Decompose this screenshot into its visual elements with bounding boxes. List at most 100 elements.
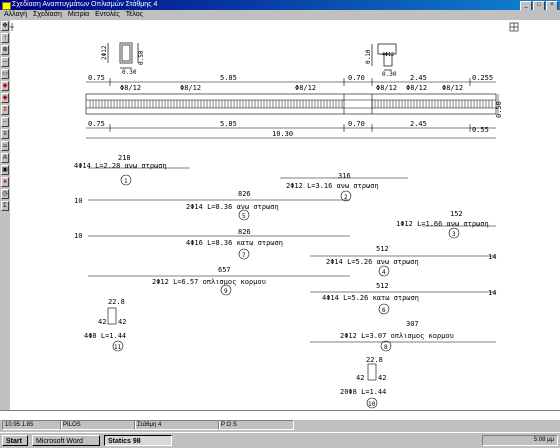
bar-5-text: 2Φ14 L=8.36 ανω στρωση: [186, 203, 279, 211]
circle-icon[interactable]: ●: [1, 177, 9, 187]
top-dim-1: 5.85: [220, 74, 237, 82]
clock: 5:08 μμ: [533, 437, 554, 443]
bar-2-num: 2: [344, 194, 348, 201]
arrow-left-icon[interactable]: ◆: [1, 81, 9, 91]
stirrup-label-2: Φ8/12: [295, 84, 316, 92]
stirrup-right-c: 42: [378, 374, 386, 382]
menu-item-commands[interactable]: Εντολές: [95, 11, 120, 18]
dim2-2: 0.70: [348, 120, 365, 128]
menu-item-draw[interactable]: Σχεδίαση: [33, 11, 62, 18]
bar-2-text: 2Φ12 L=3.16 ανω στρωση: [286, 182, 379, 190]
bar-4-length: 512: [376, 245, 389, 253]
stirrup-label-4: Φ8/12: [406, 84, 427, 92]
bar-3-num: 3: [452, 231, 456, 238]
bar-4-text: 2Φ14 L=5.26 ανω στρωση: [326, 258, 419, 266]
arrow-up-icon[interactable]: ↑: [1, 33, 9, 43]
menu-bar: Αλλαγή Σχεδίαση Μετρία Εντολές Τέλος: [0, 10, 560, 20]
menu-item-measure[interactable]: Μετρία: [67, 11, 90, 18]
stirrup-right-num: 10: [368, 401, 376, 408]
beam-height-dim: 0.50: [495, 101, 503, 118]
dim2-4: 0.55: [472, 126, 489, 134]
stirrup-label-0: Φ8/12: [120, 84, 141, 92]
app-icon: [2, 2, 11, 10]
bar-6-length: 512: [376, 282, 389, 290]
drawing-canvas[interactable]: 2Φ12 0.50 0.30 0.10 4Φ12 0.30 0.75 5.85 …: [10, 20, 560, 410]
bar-7-num: 7: [242, 252, 246, 259]
window-title: Σχεδίαση Αναπτυγμάτων Οπλισμών Στάθμης 4: [12, 1, 158, 8]
title-bar: Σχεδίαση Αναπτυγμάτων Οπλισμών Στάθμης 4…: [0, 0, 560, 11]
section-left-bars-top: 2Φ12: [101, 45, 108, 60]
bar-4-num: 4: [382, 269, 386, 276]
bar-6-num: 6: [382, 307, 386, 314]
section-left-dim-h: 0.50: [138, 50, 145, 65]
arrow-red2-icon[interactable]: ⇔: [1, 117, 9, 127]
section-left-dim-w: 0.30: [122, 69, 137, 76]
stirrup-right-text: 20Φ8 L=1.44: [340, 388, 386, 396]
bar-5-num: 5: [242, 213, 246, 220]
drawing-svg: 2Φ12 0.50 0.30 0.10 4Φ12 0.30 0.75 5.85 …: [10, 22, 519, 409]
line-icon[interactable]: ─: [1, 57, 9, 67]
menu-item-end[interactable]: Τέλος: [125, 11, 144, 18]
top-dim-0: 0.75: [88, 74, 105, 82]
dim2-0: 0.75: [88, 120, 105, 128]
bar-1-length: 218: [118, 154, 131, 162]
status-coords: 10.95 1.85: [2, 420, 62, 430]
stirrup-label-1: Φ8/12: [180, 84, 201, 92]
stirrup-label-3: Φ8/12: [376, 84, 397, 92]
stirrup-right-shape: [367, 363, 377, 381]
status-level: Στάθμη 4: [134, 420, 220, 430]
beam-stirrups: [89, 100, 493, 108]
edge-mark-3: 14: [488, 253, 496, 261]
sigma-icon[interactable]: Σ: [1, 201, 9, 211]
bar-1-num: 1: [124, 178, 128, 185]
edge-mark-1: 10: [74, 232, 82, 240]
box-icon[interactable]: ▭: [1, 69, 9, 79]
arrow-right-icon[interactable]: ◆: [1, 93, 9, 103]
beam-icon[interactable]: ⌓: [1, 141, 9, 151]
stirrup-right-b: 42: [356, 374, 364, 382]
dim2-1: 5.85: [220, 120, 237, 128]
arrows-icon[interactable]: ✥: [1, 21, 9, 31]
start-button[interactable]: Start: [2, 435, 28, 446]
bar-3-length: 152: [450, 210, 463, 218]
taskbar: Start Microsoft Word Statics 98 5:08 μμ: [0, 432, 560, 448]
dim2-3: 2.45: [410, 120, 427, 128]
top-dim-2: 0.70: [348, 74, 365, 82]
stirrup-label-5: Φ8/12: [442, 84, 463, 92]
stirrup-right-a: 22.8: [366, 356, 383, 364]
select-icon[interactable]: ▣: [1, 165, 9, 175]
bar-6-text: 4Φ14 L=5.26 κατω στρωση: [322, 294, 419, 302]
clock-icon[interactable]: ◷: [1, 189, 9, 199]
stirrup-left-num: 11: [114, 344, 122, 351]
bar-5-length: 826: [238, 190, 251, 198]
section-right-dim-w: 0.30: [382, 71, 397, 78]
bar-1-text: 4Φ14 L=2.28 ανω στρωση: [74, 162, 167, 170]
rebar-icon[interactable]: ≡: [1, 129, 9, 139]
text-a-icon[interactable]: A: [1, 153, 9, 163]
bar-3-text: 1Φ12 L=1.66 ανω στρωση: [396, 220, 489, 228]
stirrup-left-shape: [107, 307, 117, 325]
stirrup-left-text: 4Φ8 L=1.44: [84, 332, 126, 340]
edge-mark-0: 10: [74, 197, 82, 205]
arrow-red-icon[interactable]: ⇕: [1, 105, 9, 115]
bar-9-length: 657: [218, 266, 231, 274]
bar-8-length: 307: [406, 320, 419, 328]
status-file: PILOS: [60, 420, 136, 430]
top-dim-4: 0.255: [472, 74, 493, 82]
section-right: [371, 43, 397, 71]
task-word[interactable]: Microsoft Word: [32, 435, 100, 446]
bar-7-length: 826: [238, 228, 251, 236]
zoom-icon[interactable]: ⊕: [1, 45, 9, 55]
status-mode: P O S: [218, 420, 294, 430]
stirrup-left-a: 22.8: [108, 298, 125, 306]
tool-palette: ✥ ↑ ⊕ ─ ▭ ◆ ◆ ⇕ ⇔ ≡ ⌓ A ▣ ● ◷ Σ: [0, 20, 10, 410]
rebar-schedule: [88, 167, 496, 343]
section-left: [107, 42, 139, 69]
task-statics[interactable]: Statics 98: [104, 435, 172, 446]
bar-8-text: 2Φ12 L=3.07 οπλισμος κορμου: [340, 332, 454, 340]
top-dim-3: 2.45: [410, 74, 427, 82]
bar-9-num: 9: [224, 288, 228, 295]
stirrup-left-b: 42: [98, 318, 106, 326]
command-line[interactable]: [0, 410, 560, 420]
menu-item-change[interactable]: Αλλαγή: [4, 11, 28, 18]
